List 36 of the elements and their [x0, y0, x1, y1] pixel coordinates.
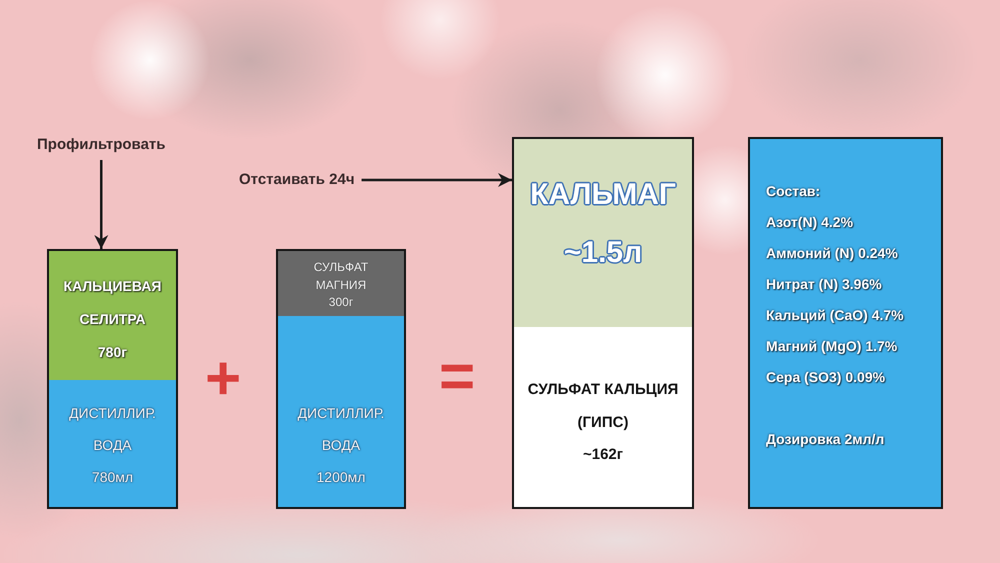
composition-line: Магний (MgO) 1.7%: [766, 337, 898, 356]
arrow: [362, 173, 512, 187]
arrow: [94, 160, 108, 249]
amount-label: 300г: [328, 294, 354, 311]
jar: [47, 249, 178, 509]
plus-sign: +: [205, 357, 242, 401]
jar: [276, 249, 406, 509]
volume-label: ~1.5л: [564, 235, 642, 271]
sediment-layer: [514, 327, 692, 507]
amount-label: ~162г: [582, 445, 624, 465]
composition-line: Аммоний (N) 0.24%: [766, 244, 898, 263]
amount-label: 780г: [98, 343, 128, 362]
jar: [512, 137, 694, 509]
equals-sign: =: [439, 355, 476, 399]
composition-line: Нитрат (N) 3.96%: [766, 275, 882, 294]
solution-layer: [514, 139, 692, 327]
salt-layer: [49, 251, 176, 380]
water-layer: [49, 380, 176, 507]
info-panel: [748, 137, 943, 509]
composition-line: Сера (SO3) 0.09%: [766, 368, 886, 387]
water-layer: [278, 316, 404, 507]
dosage-note: Дозировка 2мл/л: [766, 430, 884, 449]
instruction-label: Отстаивать 24ч: [239, 170, 355, 190]
amount-label: 780мл: [92, 468, 134, 487]
panel-heading: Состав:: [766, 182, 820, 201]
amount-label: 1200мл: [316, 468, 366, 487]
ingredient-name: СУЛЬФАТ МАГНИЯ: [312, 259, 370, 294]
ingredient-name: ДИСТИЛЛИР. ВОДА: [296, 404, 386, 455]
ingredient-name: КАЛЬЦИЕВАЯ СЕЛИТРА: [62, 277, 162, 329]
composition-line: Кальций (CaO) 4.7%: [766, 306, 904, 325]
instruction-label: Профильтровать: [37, 135, 166, 155]
ingredient-name: ДИСТИЛЛИР. ВОДА: [68, 404, 157, 455]
composition-line: Азот(N) 4.2%: [766, 213, 854, 232]
product-name: КАЛЬМАГ: [530, 177, 676, 213]
sediment-name: СУЛЬФАТ КАЛЬЦИЯ (ГИПС): [526, 380, 680, 432]
salt-layer: [278, 251, 404, 316]
